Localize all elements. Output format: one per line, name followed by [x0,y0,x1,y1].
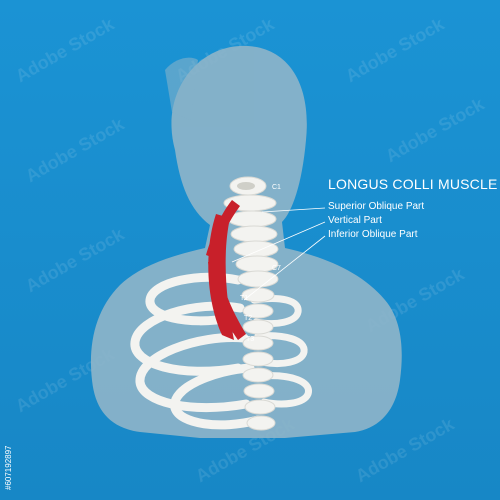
rib [258,372,312,408]
label-inferior-oblique-part: Inferior Oblique Part [328,229,418,240]
vertebra-label-t1: T1 [240,295,249,302]
vertebra-label-c7: C7 [272,265,281,272]
rib-cage [130,272,312,430]
rib [170,363,263,430]
vertebra-label-t3: T3 [246,336,255,343]
label-vertical-part: Vertical Part [328,215,382,226]
rib [135,333,251,413]
longus-colli-muscle [206,200,246,340]
vertebral-column [223,176,279,431]
diagram-title: LONGUS COLLI MUSCLE [328,176,498,192]
rib [145,272,243,326]
vertebra-label-t2: T2 [244,315,253,322]
leader-lines [231,207,326,301]
rib [254,332,308,368]
rib [130,301,245,376]
rib [250,295,302,328]
label-superior-oblique-part: Superior Oblique Part [328,201,425,212]
inferior-oblique-part [208,262,246,340]
vertebra-label-c1: C1 [272,184,281,191]
stock-id: #607192897 [4,445,13,491]
